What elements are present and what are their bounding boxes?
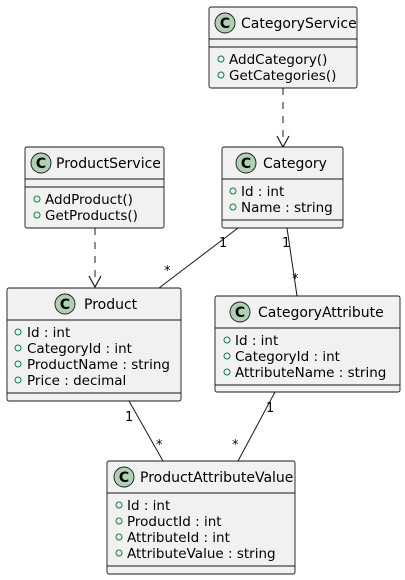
class-badge-icon [214,12,236,34]
public-member-icon [14,328,22,336]
multiplicity-label: * [232,438,239,453]
public-member-icon [115,533,123,541]
class-member: Id : int [127,498,170,514]
multiplicity-label: * [164,264,171,279]
multiplicity-label: 1 [282,236,290,251]
class-name: Category [263,156,327,172]
class-badge-letter: C [60,297,70,313]
class-badge-letter: C [119,470,129,486]
class-badge-icon [30,152,52,174]
edge-product-productattributevalue [128,400,164,462]
multiplicity-label: * [292,272,299,287]
class-name: CategoryAttribute [258,305,384,321]
class-member: AttributeValue : string [127,546,276,562]
class-member: CategoryId : int [235,349,340,365]
public-member-icon [229,187,237,195]
class-name: CategoryService [241,16,357,32]
public-member-icon [229,203,237,211]
class-badge-icon [235,152,257,174]
class-member: Name : string [241,200,333,216]
class-member: Id : int [241,184,284,200]
multiplicity-label: 1 [266,401,274,416]
dependency-arrowhead-icon [88,275,102,289]
class-name: Product [84,297,138,313]
class-name: ProductAttributeValue [140,470,293,486]
class-name: ProductService [56,156,161,172]
class-member: ProductName : string [27,357,170,373]
edge-category-categoryattribute [286,227,298,297]
class-member: ProductId : int [127,514,222,530]
class-member: CategoryId : int [27,341,132,357]
public-member-icon [115,549,123,557]
class-category-attribute[interactable]: C CategoryAttribute Id : int CategoryId … [214,295,401,393]
public-member-icon [115,501,123,509]
public-member-icon [14,376,22,384]
public-member-icon [14,344,22,352]
public-member-icon [223,336,231,344]
class-badge-letter: C [220,16,230,32]
edge-categoryattribute-productattributevalue [237,391,276,462]
class-member: AttributeName : string [235,365,386,381]
public-member-icon [115,517,123,525]
class-badge-letter: C [235,305,245,321]
class-member: Id : int [235,333,278,349]
class-badge-letter: C [241,156,251,172]
class-badge-letter: C [36,156,46,172]
multiplicity-label: * [156,438,163,453]
class-member: GetProducts() [45,208,138,224]
multiplicity-label: 1 [125,410,133,425]
public-member-icon [217,71,225,79]
class-product-service[interactable]: C ProductService AddProduct() GetProduct… [24,146,165,229]
class-category-service[interactable]: C CategoryService AddCategory() GetCateg… [208,6,358,89]
multiplicity-labels: 1 * 1 * 1 * 1 * [125,236,299,453]
class-product-attribute-value[interactable]: C ProductAttributeValue Id : int Product… [106,460,296,575]
dependency-arrowhead-icon [276,135,290,149]
public-member-icon [33,211,41,219]
public-member-icon [223,352,231,360]
class-member: AddProduct() [45,192,133,208]
public-member-icon [217,55,225,63]
class-product[interactable]: C Product Id : int CategoryId : int Prod… [6,287,182,402]
public-member-icon [14,360,22,368]
class-badge-icon [113,466,135,488]
edge-category-product [158,227,239,289]
class-badge-icon [229,301,251,323]
public-member-icon [33,195,41,203]
public-member-icon [223,368,231,376]
class-badge-icon [54,293,76,315]
class-member: AttributeId : int [127,530,230,546]
class-member: Id : int [27,325,70,341]
class-member: GetCategories() [229,68,336,84]
class-category[interactable]: C Category Id : int Name : string [221,146,344,229]
multiplicity-label: 1 [219,236,227,251]
class-member: AddCategory() [229,52,327,68]
edges [88,88,298,462]
class-member: Price : decimal [27,373,126,389]
